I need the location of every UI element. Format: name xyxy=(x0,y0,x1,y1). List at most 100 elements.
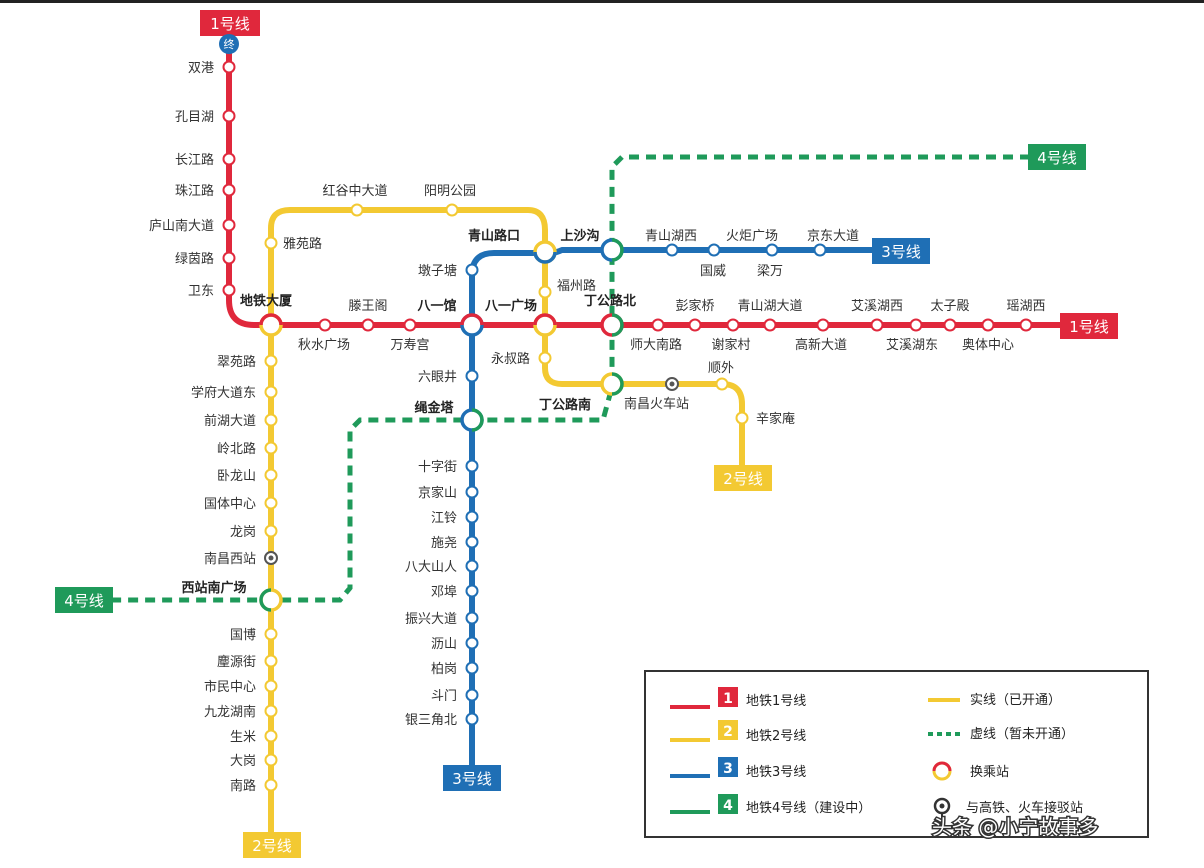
station-label: 顺外 xyxy=(708,361,734,376)
svg-text:1: 1 xyxy=(723,691,733,707)
station-label: 南昌西站 xyxy=(204,551,256,567)
station-label: 太子殿 xyxy=(930,299,969,314)
station-label: 谢家村 xyxy=(711,337,750,353)
station-label: 瑶湖西 xyxy=(1006,299,1045,314)
station-label: 国体中心 xyxy=(204,497,256,512)
legend-transfer: 换乘站 xyxy=(932,761,1009,781)
legend-line2: 2 地铁2号线 xyxy=(670,720,806,744)
station-label: 上沙沟 xyxy=(560,228,599,244)
station-label: 丁公路北 xyxy=(584,293,636,309)
svg-text:3: 3 xyxy=(723,761,733,777)
station-label: 生米 xyxy=(230,730,256,745)
station-label: 丁公路南 xyxy=(539,397,591,413)
station-label: 八一馆 xyxy=(416,298,456,314)
station-label: 雅苑路 xyxy=(283,236,322,252)
station-label: 梁万 xyxy=(757,264,783,279)
top-border xyxy=(0,0,1204,3)
station-label: 八一广场 xyxy=(484,298,537,314)
svg-text:实线（已开通）: 实线（已开通） xyxy=(970,693,1061,708)
svg-text:虚线（暂未开通）: 虚线（暂未开通） xyxy=(970,727,1074,742)
rail-connection-icon xyxy=(264,377,679,565)
station-label: 大岗 xyxy=(230,754,256,769)
station-label: 龙岗 xyxy=(230,525,256,540)
svg-text:4: 4 xyxy=(723,798,733,814)
terminal-l2-bottom: 2号线 xyxy=(243,832,301,858)
transfer-ditiedasha xyxy=(259,313,283,337)
station-label: 绿茵路 xyxy=(175,251,214,267)
line2-labels: 红谷中大道 阳明公园 雅苑路 福州路 永叔路 南昌火车站 顺外 辛家庵 翠苑路 … xyxy=(191,183,795,794)
station-label: 秋水广场 xyxy=(298,338,350,353)
station-label: 斗门 xyxy=(431,689,457,704)
station-label: 艾溪湖东 xyxy=(886,338,938,353)
line2-route xyxy=(268,207,745,835)
line3-labels: 墩子塘 青山湖西 火炬广场 京东大道 国威 梁万 六眼井 十字街 京家山 江铃 … xyxy=(405,229,859,728)
svg-text:终: 终 xyxy=(224,37,235,51)
station-label: 前湖大道 xyxy=(204,413,256,429)
station-label: 振兴大道 xyxy=(405,612,457,627)
station-label: 墩子塘 xyxy=(418,263,457,279)
station-label: 学府大道东 xyxy=(191,385,256,401)
svg-text:地铁2号线: 地铁2号线 xyxy=(746,729,806,744)
station-label: 火炬广场 xyxy=(726,229,778,244)
station-label: 沥山 xyxy=(431,637,457,652)
transfer-bayiguan xyxy=(460,313,484,337)
transfer-xizhannanguangchang xyxy=(259,588,283,612)
station-label: 滕王阁 xyxy=(348,299,387,314)
watermark: 头条 @小宁故事多 xyxy=(931,814,1100,841)
legend: 1 地铁1号线 2 地铁2号线 3 地铁3号线 4 地铁4号线（建设中） 实线（… xyxy=(644,670,1149,838)
station-label: 十字街 xyxy=(418,460,457,475)
svg-text:4号线: 4号线 xyxy=(64,592,104,610)
station-label: 青山湖西 xyxy=(645,229,697,244)
transfer-dinggonglubei xyxy=(600,313,624,337)
station-label: 福州路 xyxy=(557,278,596,294)
legend-line1: 1 地铁1号线 xyxy=(670,687,806,709)
svg-text:1号线: 1号线 xyxy=(210,15,250,33)
station-label: 九龙湖南 xyxy=(204,704,256,720)
transfer-dinggonglunan xyxy=(600,372,624,396)
station-label: 京家山 xyxy=(418,485,457,501)
station-label: 珠江路 xyxy=(175,183,214,199)
station-label: 红谷中大道 xyxy=(322,183,387,199)
station-label: 卫东 xyxy=(188,284,214,299)
station-label: 施尧 xyxy=(431,536,457,551)
transfer-shengjinta xyxy=(460,408,484,432)
station-label: 艾溪湖西 xyxy=(851,299,903,314)
station-label: 双港 xyxy=(188,61,214,76)
svg-text:地铁4号线（建设中）: 地铁4号线（建设中） xyxy=(746,801,871,816)
legend-dashed: 虚线（暂未开通） xyxy=(928,727,1074,742)
station-label: 青山湖大道 xyxy=(737,299,802,314)
station-label: 长江路 xyxy=(175,152,214,168)
terminal-l1-right: 1号线 xyxy=(1060,313,1118,339)
station-label: 江铃 xyxy=(431,511,457,526)
svg-text:与高铁、火车接驳站: 与高铁、火车接驳站 xyxy=(966,800,1083,816)
transfer-shangshagou xyxy=(600,238,624,262)
station-label: 绳金塔 xyxy=(414,400,454,416)
legend-line3: 3 地铁3号线 xyxy=(670,757,806,780)
svg-text:4号线: 4号线 xyxy=(1037,149,1077,167)
station-label: 地铁大厦 xyxy=(240,293,293,309)
legend-solid: 实线（已开通） xyxy=(928,693,1061,708)
transfer-labels: 地铁大厦 八一馆 八一广场 青山路口 上沙沟 丁公路北 丁公路南 绳金塔 西站南… xyxy=(181,228,636,596)
station-label: 南昌火车站 xyxy=(624,396,689,412)
station-label: 奥体中心 xyxy=(962,338,1014,353)
station-label: 翠苑路 xyxy=(217,354,256,370)
station-label: 麈源街 xyxy=(217,655,256,670)
station-label: 永叔路 xyxy=(491,351,530,367)
terminal-l2-right: 2号线 xyxy=(714,465,772,491)
transfer-qingshanlukou xyxy=(533,240,557,264)
station-label: 邓埠 xyxy=(431,585,457,600)
terminus-icon xyxy=(219,34,239,54)
terminal-l1-top: 1号线 终 xyxy=(200,10,260,54)
svg-text:换乘站: 换乘站 xyxy=(970,765,1009,780)
line1-labels: 双港 孔目湖 长江路 珠江路 庐山南大道 绿茵路 卫东 秋水广场 滕王阁 万寿宫… xyxy=(149,61,1046,353)
terminal-l4-left: 4号线 xyxy=(55,587,113,613)
terminal-l3-right: 3号线 xyxy=(872,238,930,264)
station-label: 卧龙山 xyxy=(217,469,256,484)
line3-station-markers xyxy=(465,243,827,726)
svg-text:头条 @小宁故事多: 头条 @小宁故事多 xyxy=(932,815,1098,839)
station-label: 国博 xyxy=(230,628,256,643)
transfer-bayiguangchang xyxy=(533,313,557,337)
legend-rail: 与高铁、火车接驳站 xyxy=(933,797,1083,820)
svg-text:地铁3号线: 地铁3号线 xyxy=(746,765,806,780)
